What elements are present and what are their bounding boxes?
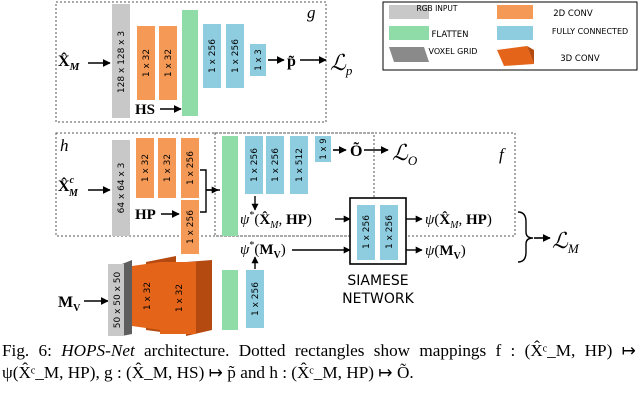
legend: RGB INPUT 2D CONV FLATTEN FULLY CONNECTE…: [382, 1, 638, 71]
mid-input-block: [112, 140, 130, 236]
bottom-conv3d-1: [132, 262, 160, 330]
caption-label: Fig. 6:: [2, 341, 52, 360]
bottom-input-label: MV: [58, 294, 81, 314]
caption-title: HOPS-Net: [61, 341, 135, 360]
mid-flatten: [222, 136, 238, 236]
bottom-voxel-side: [122, 260, 132, 336]
legend-swatch-flatten: [389, 26, 429, 40]
siamese-label-line1: SIAMESE: [347, 273, 408, 289]
top-conv-2: [159, 26, 177, 100]
figure-caption: Fig. 6: HOPS-Net architecture. Dotted re…: [2, 340, 636, 384]
legend-2dconv-label: 2D CONV: [553, 9, 593, 19]
legend-swatch-3dconv-side: [527, 46, 534, 64]
bottom-conv3d-1-label: 1 x 32: [143, 282, 153, 310]
mid-fc-2: [266, 136, 284, 194]
mid-conv-1: [136, 138, 154, 198]
legend-flatten-label: FLATTEN: [432, 30, 469, 40]
top-input-label: X̂M: [58, 52, 81, 73]
box-h: [55, 132, 375, 237]
legend-rgb-label: RGB INPUT: [417, 4, 458, 13]
box-g-label: g: [307, 3, 316, 22]
siamese-block-2-label: 1 x 256: [385, 215, 395, 249]
top-conv-1: [137, 26, 155, 100]
mid-fc-1: [245, 136, 263, 194]
mid-fc-3: [290, 136, 308, 194]
bottom-conv3d-2-label: 1 x 32: [175, 284, 185, 312]
psi-top-label: ψ*(X̂M, HP): [240, 210, 312, 231]
mid-output-label: Õ: [350, 140, 362, 160]
mid-conv-3-label: 1 x 256: [186, 151, 196, 185]
mid-conv-3: [181, 138, 199, 198]
top-fc-2: [226, 24, 244, 88]
mid-fc-3-label: 1 x 512: [295, 148, 305, 182]
mid-fc-4-label: 1 x 9: [319, 138, 329, 159]
top-conv-2-label: 1 x 32: [164, 49, 174, 77]
siamese-block-2: [380, 205, 398, 260]
lm-label: ℒM: [552, 228, 580, 256]
siamese-out-bottom-label: ψ(MV): [425, 243, 466, 262]
bottom-fc-label: 1 x 256: [251, 282, 261, 316]
bottom-fc: [246, 270, 264, 328]
mid-fc-4: [315, 136, 331, 162]
siamese-out-top-label: ψ(X̂M, HP): [425, 211, 492, 231]
siamese-block-1: [357, 205, 375, 260]
top-fc-1-label: 1 x 256: [208, 39, 218, 73]
legend-fc-label: FULLY CONNECTED: [552, 27, 628, 36]
box-h-label: h: [60, 136, 69, 155]
siamese-label-line2: NETWORK: [342, 291, 414, 307]
mid-hp-block: [181, 200, 199, 254]
legend-voxel-label: VOXEL GRID: [429, 47, 478, 56]
siamese-block-1-label: 1 x 256: [362, 215, 372, 249]
top-fc-3-label: 1 x 3: [254, 49, 264, 70]
mid-fc-1-label: 1 x 256: [250, 148, 260, 182]
mid-merge-bracket: [200, 169, 220, 213]
top-flatten: [182, 10, 198, 116]
mid-conv-1-label: 1 x 32: [141, 154, 151, 182]
legend-3dconv-label: 3D CONV: [560, 54, 600, 64]
mid-fc-2-label: 1 x 256: [271, 148, 281, 182]
top-input-block-label: 128 x 128 x 3: [117, 31, 127, 93]
legend-swatch-3dconv: [497, 46, 534, 66]
top-fc-2-label: 1 x 256: [231, 39, 241, 73]
bottom-voxel-label: 50 x 50 x 50: [113, 272, 123, 329]
top-hs-label: HS: [135, 102, 155, 118]
mid-hp-label: HP: [135, 207, 156, 223]
bottom-flatten: [222, 270, 238, 330]
top-fc-3: [250, 44, 266, 76]
box-f-label: f: [499, 145, 506, 164]
mid-loss-label: ℒO: [392, 140, 418, 168]
mid-hp-block-label: 1 x 256: [186, 210, 196, 244]
mid-conv-2-label: 1 x 32: [163, 154, 173, 182]
top-input-block: [112, 4, 130, 118]
legend-swatch-2dconv: [497, 5, 533, 19]
legend-swatch-voxel: [389, 47, 429, 62]
mid-input-block-label: 64 x 64 x 3: [117, 163, 127, 214]
bottom-conv3d-2: [160, 262, 196, 334]
psi-bottom-label: ψ*(MV): [240, 240, 286, 261]
lm-brace: [517, 211, 534, 263]
top-fc-1: [203, 24, 221, 88]
legend-swatch-rgb: [389, 5, 429, 19]
top-conv-1-label: 1 x 32: [142, 49, 152, 77]
top-output-label: p̃: [287, 53, 296, 70]
mid-conv-2: [158, 138, 176, 198]
caption-text: architecture. Dotted rectangles show map…: [2, 341, 637, 382]
top-loss-label: ℒp: [330, 50, 353, 78]
bottom-voxel-block: [108, 264, 124, 336]
legend-swatch-fc: [497, 26, 533, 40]
